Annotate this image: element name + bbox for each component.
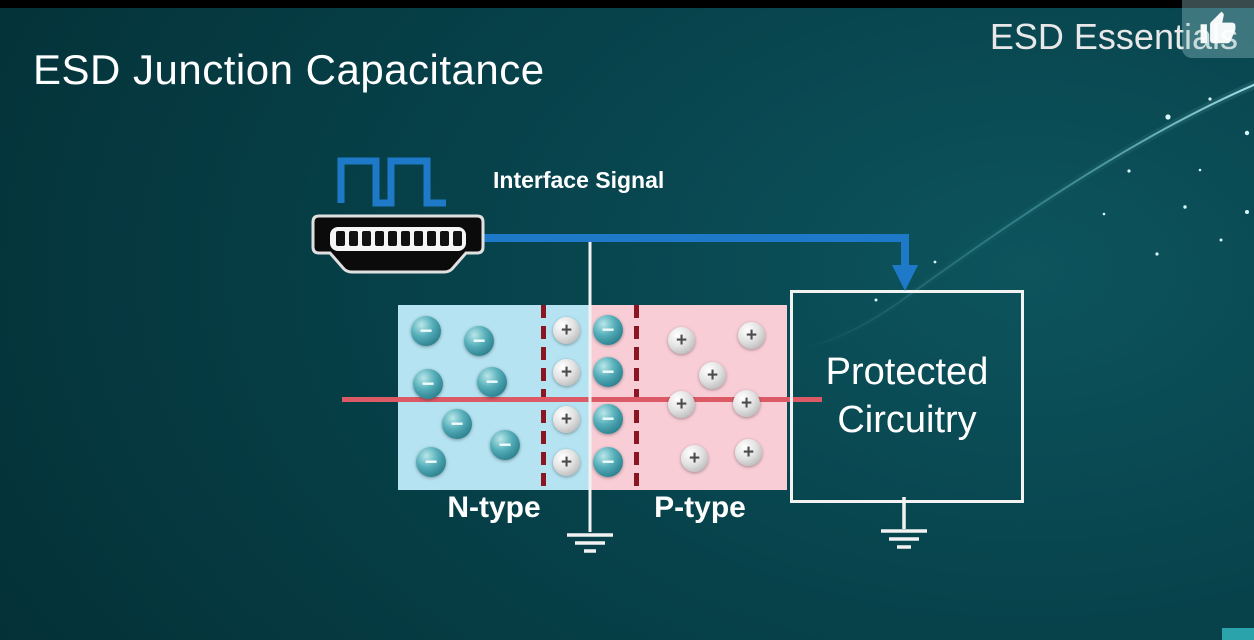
negative-charge: − — [416, 447, 446, 477]
positive-charge: + — [668, 391, 695, 418]
negative-charge: − — [593, 404, 623, 434]
p-type-label: P-type — [654, 491, 746, 524]
corner-accent — [1222, 628, 1254, 640]
positive-charge: + — [699, 362, 726, 389]
brand-title: ESD Essentials — [989, 16, 1238, 57]
negative-charge: − — [593, 315, 623, 345]
negative-charge: − — [477, 367, 507, 397]
junction-signal-line — [342, 397, 822, 402]
hdmi-connector-icon — [311, 214, 485, 274]
interface-signal-label: Interface Signal — [493, 167, 665, 193]
negative-charge: − — [411, 316, 441, 346]
protected-circuitry-box: Protected Circuitry — [790, 290, 1024, 503]
positive-charge: + — [733, 390, 760, 417]
positive-charge: + — [553, 406, 580, 433]
positive-charge: + — [668, 327, 695, 354]
sparkle-dots — [874, 97, 1250, 302]
like-button[interactable] — [1182, 0, 1254, 58]
positive-charge: + — [553, 449, 580, 476]
positive-charge: + — [553, 359, 580, 386]
signal-arrowhead — [892, 265, 918, 291]
page-title: ESD Junction Capacitance — [33, 46, 545, 94]
letterbox-bar — [0, 0, 1254, 8]
positive-charge: + — [681, 445, 708, 472]
negative-charge: − — [413, 369, 443, 399]
protected-box-line2: Circuitry — [837, 398, 977, 441]
negative-charge: − — [442, 409, 472, 439]
positive-charge: + — [735, 439, 762, 466]
protected-box-line1: Protected — [825, 351, 989, 393]
signal-wire — [483, 234, 909, 267]
n-type-label: N-type — [447, 491, 541, 524]
negative-charge: − — [593, 447, 623, 477]
negative-charge: − — [593, 357, 623, 387]
ground-symbol-junction — [567, 533, 613, 553]
negative-charge: − — [490, 430, 520, 460]
ground-symbol-protected — [881, 497, 927, 549]
positive-charge: + — [553, 317, 580, 344]
signal-waveform — [337, 157, 446, 207]
thumbs-up-icon — [1200, 11, 1236, 44]
positive-charge: + — [738, 322, 765, 349]
negative-charge: − — [464, 326, 494, 356]
